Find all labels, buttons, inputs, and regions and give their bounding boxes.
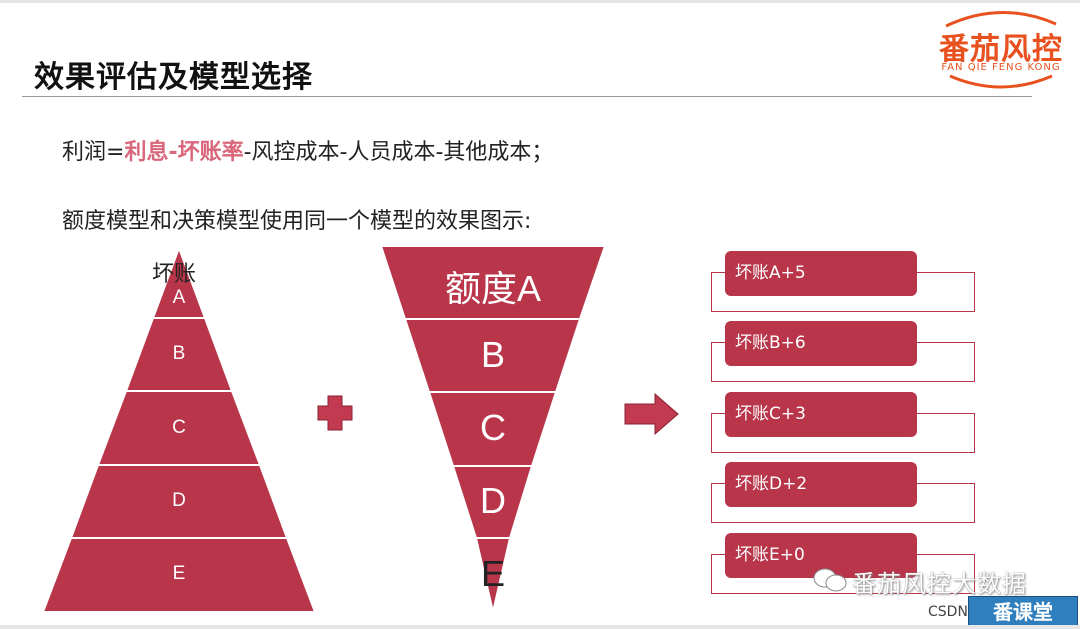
- pyramid-level-e: [41, 537, 317, 613]
- pyramid-label-b: B: [172, 343, 186, 364]
- slide-title: 效果评估及模型选择: [34, 60, 313, 95]
- formula-highlight: 利息-坏账率: [124, 140, 244, 165]
- pyramid-label-a: A: [172, 287, 186, 308]
- funnel-label-c: C: [480, 407, 506, 448]
- window-top-border: [0, 0, 1080, 3]
- bad-debt-pyramid: [41, 245, 317, 613]
- pyramid-label-e: E: [172, 563, 186, 584]
- logo-swoosh-icon: [945, 11, 1057, 89]
- result-box-d: 坏账D+2: [725, 462, 917, 507]
- profit-formula: 利润=利息-坏账率-风控成本-人员成本-其他成本；: [62, 134, 553, 166]
- watermark-text: 番茄风控大数据: [852, 570, 1027, 598]
- result-box-c: 坏账C+3: [725, 392, 917, 437]
- arrow-right-icon: [624, 392, 679, 436]
- plus-icon: [317, 395, 353, 431]
- wechat-icon: [813, 568, 847, 592]
- logo-subtext: FAN QIE FENG KONG: [941, 62, 1061, 73]
- model-description: 额度模型和决策模型使用同一个模型的效果图示:: [62, 209, 532, 234]
- brand-logo: 番茄风控 FAN QIE FENG KONG: [928, 6, 1074, 90]
- window-bottom-border: [0, 625, 1080, 629]
- result-box-b: 坏账B+6: [725, 321, 917, 366]
- pyramid-label-c: C: [172, 417, 186, 438]
- pyramid-caption: 坏账: [152, 262, 197, 287]
- logo-text: 番茄风控: [939, 32, 1063, 67]
- pyramid-label-d: D: [172, 490, 186, 511]
- funnel-label-b: B: [480, 334, 505, 375]
- limit-funnel: [379, 245, 607, 613]
- funnel-label-a: 额度A: [444, 268, 541, 309]
- formula-prefix: 利润=: [62, 140, 125, 165]
- funnel-level-e: [474, 537, 512, 613]
- result-box-a: 坏账A+5: [725, 251, 917, 296]
- funnel-label-e: E: [480, 553, 505, 594]
- title-divider: [22, 96, 1032, 97]
- course-badge: 番课堂: [968, 596, 1078, 628]
- funnel-label-d: D: [480, 480, 506, 521]
- formula-suffix: -风控成本-人员成本-其他成本；: [243, 140, 554, 165]
